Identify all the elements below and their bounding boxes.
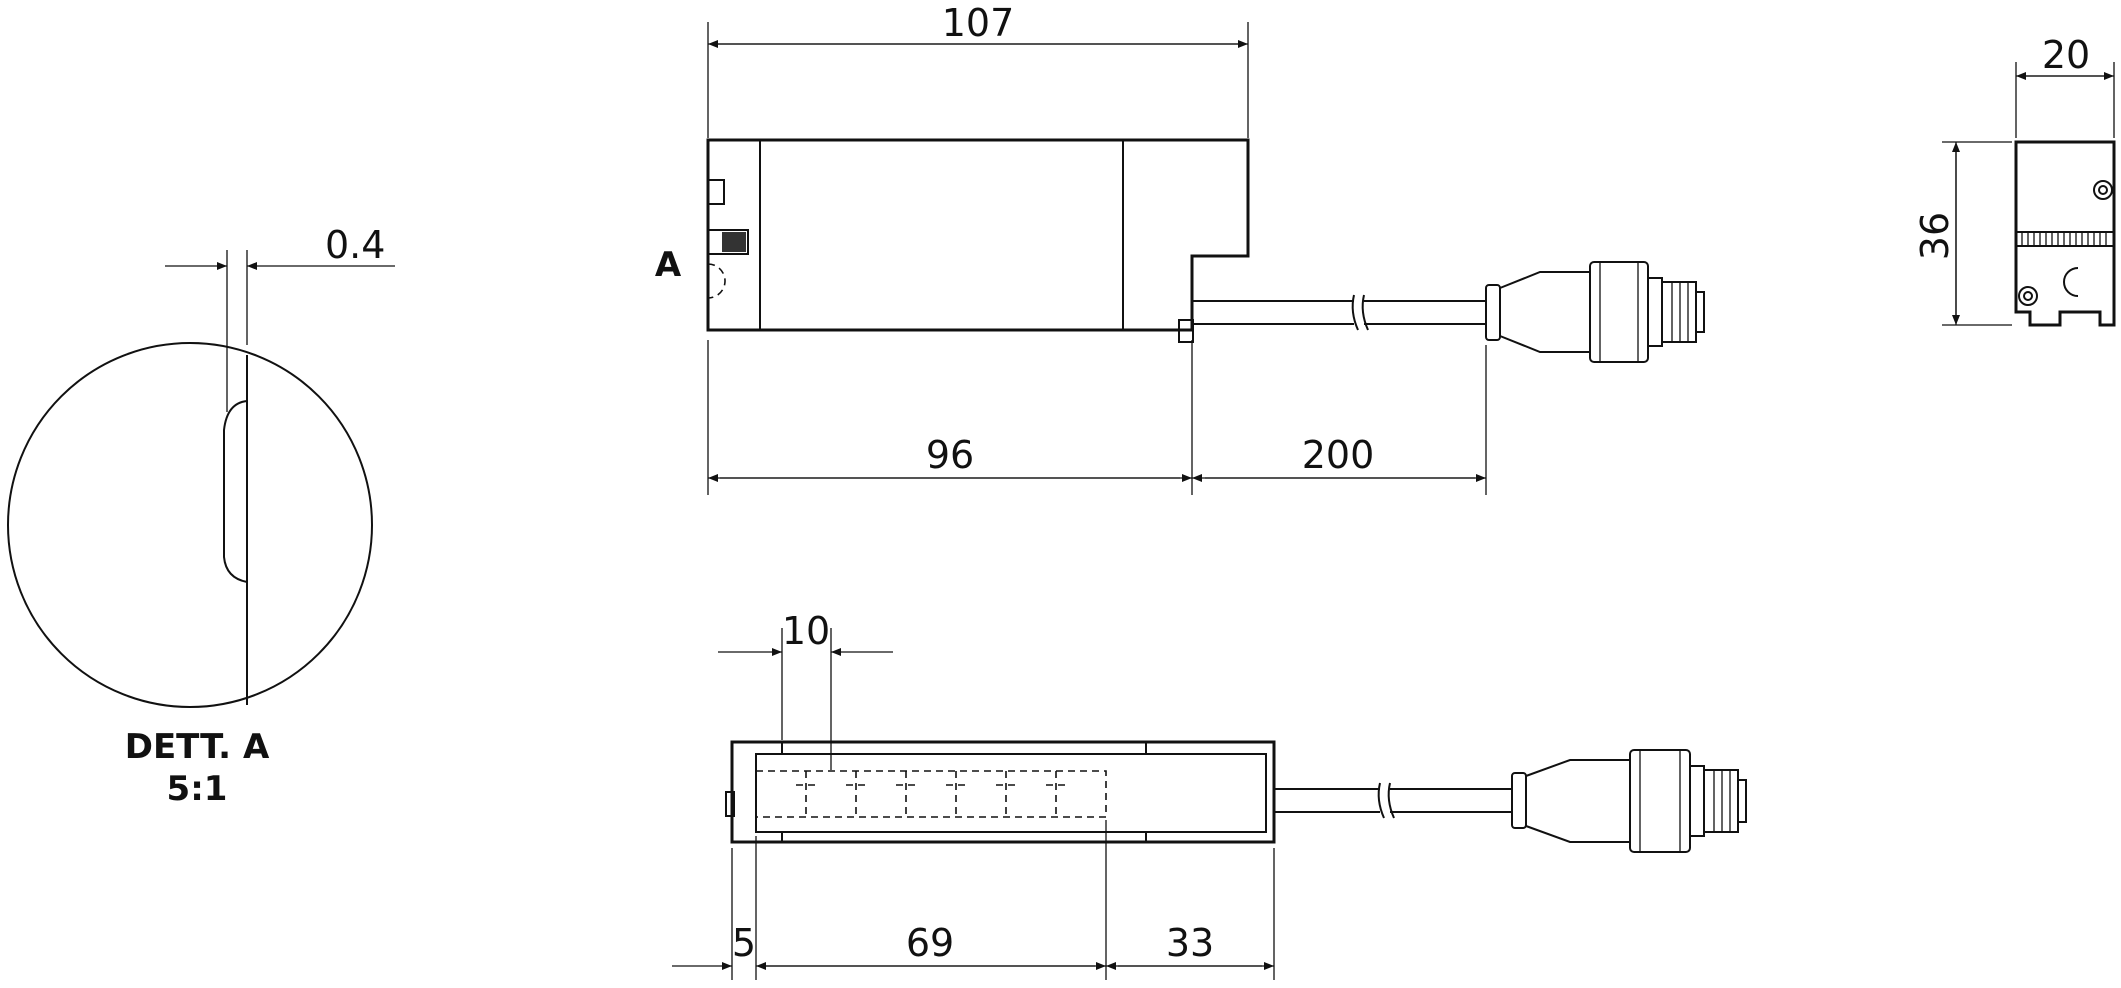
dim-36-text: 36 <box>1913 212 1957 260</box>
top-cable-break <box>1377 782 1395 819</box>
detail-scale: 5:1 <box>167 769 228 809</box>
dim-33-text: 33 <box>1166 921 1214 965</box>
side-body-outline <box>706 138 1250 332</box>
end-knurl-lines <box>2021 233 2107 245</box>
top-left-tab <box>725 791 735 817</box>
side-view: A 107 <box>655 1 1705 495</box>
end-body-outline <box>2014 140 2116 327</box>
side-cable-break <box>1351 294 1369 331</box>
sensor-array-outline <box>755 770 1107 818</box>
detail-a-view: 0.4 DETT. A 5:1 <box>7 223 395 809</box>
side-knurl-hatch <box>722 232 746 252</box>
sensor-elements <box>796 771 1066 817</box>
detail-groove <box>223 400 248 583</box>
side-cable-stub <box>1178 319 1194 343</box>
end-screw-top <box>2093 180 2113 200</box>
dim-200-text: 200 <box>1302 433 1375 477</box>
detail-marker-a: A <box>655 245 682 285</box>
side-detail-circle <box>707 263 726 299</box>
side-notch <box>707 179 725 205</box>
top-body-outline <box>730 740 1276 844</box>
top-connector <box>1511 749 1747 853</box>
detail-circle <box>7 342 373 708</box>
end-screw-bottom-inner <box>2023 291 2033 301</box>
dim-69-text: 69 <box>906 921 954 965</box>
top-view: 10 5 69 33 <box>672 609 1747 980</box>
dim-5-text: 5 <box>732 921 756 965</box>
dim-96-text: 96 <box>926 433 974 477</box>
side-knurl <box>707 229 749 255</box>
end-led-arc <box>2063 267 2079 297</box>
detail-title: DETT. A <box>125 727 270 767</box>
side-connector <box>1485 261 1705 363</box>
end-knurl-band <box>2015 231 2115 247</box>
dim-10-text: 10 <box>782 609 830 653</box>
dim-thickness-text: 0.4 <box>325 223 385 267</box>
end-view: 20 36 <box>1913 33 2116 327</box>
top-body-inner <box>755 753 1267 833</box>
dim-107-text: 107 <box>942 1 1015 45</box>
end-screw-top-inner <box>2098 185 2108 195</box>
dim-20-text: 20 <box>2042 33 2090 77</box>
end-screw-bottom <box>2018 286 2038 306</box>
